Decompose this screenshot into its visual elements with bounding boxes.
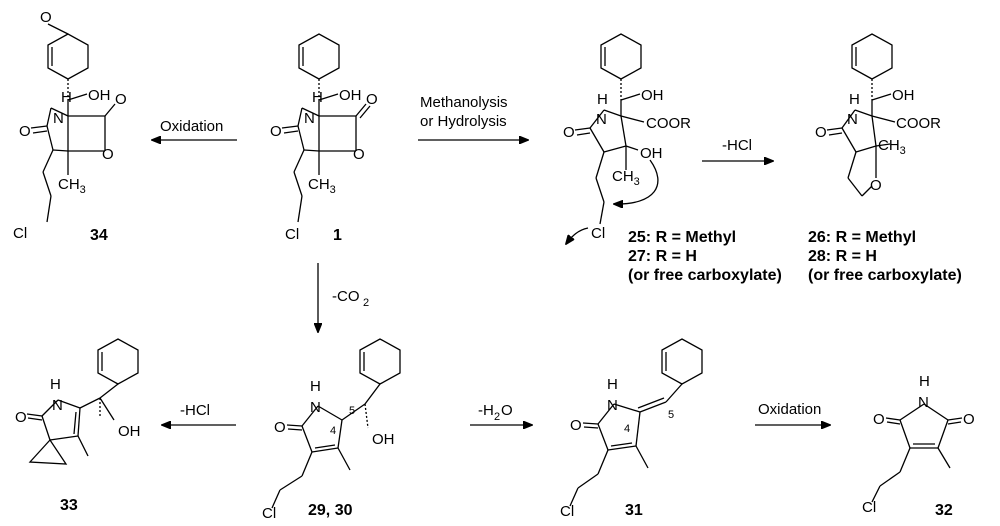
atom-oh: OH bbox=[339, 87, 362, 104]
position-5-label: 5 bbox=[668, 409, 674, 421]
atom-ch3: CH3 bbox=[308, 176, 336, 196]
svg-text:2: 2 bbox=[363, 297, 369, 309]
atom-o: O bbox=[353, 146, 365, 163]
atom-o: O bbox=[563, 124, 575, 141]
compound-label-27-note: (or free carboxylate) bbox=[628, 267, 782, 284]
atom-coor: COOR bbox=[896, 115, 941, 132]
position-5-label: 5 bbox=[349, 405, 355, 417]
structure-compound-34 bbox=[30, 23, 116, 223]
atom-cl: Cl bbox=[591, 225, 605, 242]
structure-compound-32 bbox=[871, 403, 963, 503]
atom-o: O bbox=[570, 417, 582, 434]
atom-ch3: CH3 bbox=[878, 137, 906, 157]
compound-label-31: 31 bbox=[625, 502, 643, 519]
atom-oh: OH bbox=[88, 87, 111, 104]
svg-text:-H: -H bbox=[478, 402, 494, 419]
atom-n: N bbox=[52, 397, 63, 414]
atom-h: H bbox=[310, 378, 321, 395]
structure-compound-33 bbox=[26, 338, 139, 465]
compound-label-28-note: (or free carboxylate) bbox=[808, 267, 962, 284]
atom-n: N bbox=[53, 110, 64, 127]
atom-o: O bbox=[366, 91, 378, 108]
atom-h: H bbox=[849, 91, 860, 108]
atom-cl: Cl bbox=[862, 499, 876, 516]
compound-label-32: 32 bbox=[935, 502, 953, 519]
atom-oh: OH bbox=[118, 423, 141, 440]
svg-text:-CO: -CO bbox=[332, 288, 360, 305]
compound-label-1: 1 bbox=[333, 227, 342, 244]
atom-h: H bbox=[61, 89, 72, 106]
atom-h: H bbox=[607, 376, 618, 393]
reagent-minus-hcl-bottom: -HCl bbox=[180, 402, 210, 419]
atom-o: O bbox=[963, 411, 975, 428]
structure-compound-26-28 bbox=[826, 33, 896, 197]
atom-cl: Cl bbox=[285, 226, 299, 243]
atom-o: O bbox=[15, 409, 27, 426]
position-4-label: 4 bbox=[330, 425, 336, 437]
atom-coor: COOR bbox=[646, 115, 691, 132]
atom-cl: Cl bbox=[262, 505, 276, 522]
atom-o: O bbox=[274, 419, 286, 436]
atom-n: N bbox=[310, 399, 321, 416]
atom-o: O bbox=[40, 9, 52, 26]
compound-label-34: 34 bbox=[90, 227, 108, 244]
atom-oh: OH bbox=[372, 431, 395, 448]
atom-cl: Cl bbox=[13, 225, 27, 242]
atom-o: O bbox=[270, 123, 282, 140]
structure-compound-1 bbox=[281, 33, 371, 223]
atom-n: N bbox=[918, 394, 929, 411]
atom-ch3: CH3 bbox=[58, 176, 86, 196]
svg-text:O: O bbox=[501, 402, 513, 419]
structure-compound-31 bbox=[569, 338, 703, 507]
atom-n: N bbox=[607, 397, 618, 414]
position-4-label: 4 bbox=[624, 423, 630, 435]
reagent-hydrolysis: or Hydrolysis bbox=[420, 113, 507, 130]
atom-n: N bbox=[847, 111, 858, 128]
atom-oh: OH bbox=[641, 87, 664, 104]
compound-label-28: 28: R = H bbox=[808, 248, 877, 265]
compound-label-26: 26: R = Methyl bbox=[808, 229, 916, 246]
atom-n: N bbox=[304, 110, 315, 127]
atom-o: O bbox=[19, 123, 31, 140]
structure-compound-25-27 bbox=[566, 33, 659, 244]
atom-n: N bbox=[596, 111, 607, 128]
atom-h: H bbox=[50, 376, 61, 393]
atom-o: O bbox=[870, 177, 882, 194]
atom-o: O bbox=[815, 124, 827, 141]
reagent-minus-co2: -CO 2 bbox=[332, 288, 369, 309]
atom-o: O bbox=[873, 411, 885, 428]
svg-text:2: 2 bbox=[494, 411, 500, 423]
reagent-oxidation-bottom: Oxidation bbox=[758, 401, 821, 418]
atom-o: O bbox=[102, 146, 114, 163]
atom-o: O bbox=[115, 91, 127, 108]
atom-h: H bbox=[312, 89, 323, 106]
atom-h: H bbox=[919, 373, 930, 390]
compound-label-27: 27: R = H bbox=[628, 248, 697, 265]
atom-oh: OH bbox=[892, 87, 915, 104]
compound-label-25: 25: R = Methyl bbox=[628, 229, 736, 246]
structure-compound-29-30 bbox=[271, 338, 401, 509]
atom-h: H bbox=[597, 91, 608, 108]
reagent-minus-h2o: -H 2 O bbox=[478, 402, 513, 423]
atom-oh: OH bbox=[640, 145, 663, 162]
compound-label-29-30: 29, 30 bbox=[308, 502, 353, 519]
compound-label-33: 33 bbox=[60, 497, 78, 514]
reagent-oxidation-top: Oxidation bbox=[160, 118, 223, 135]
atom-cl: Cl bbox=[560, 503, 574, 520]
reagent-minus-hcl-top: -HCl bbox=[722, 137, 752, 154]
reagent-methanolysis: Methanolysis bbox=[420, 94, 508, 111]
atom-ch3: CH3 bbox=[612, 168, 640, 188]
